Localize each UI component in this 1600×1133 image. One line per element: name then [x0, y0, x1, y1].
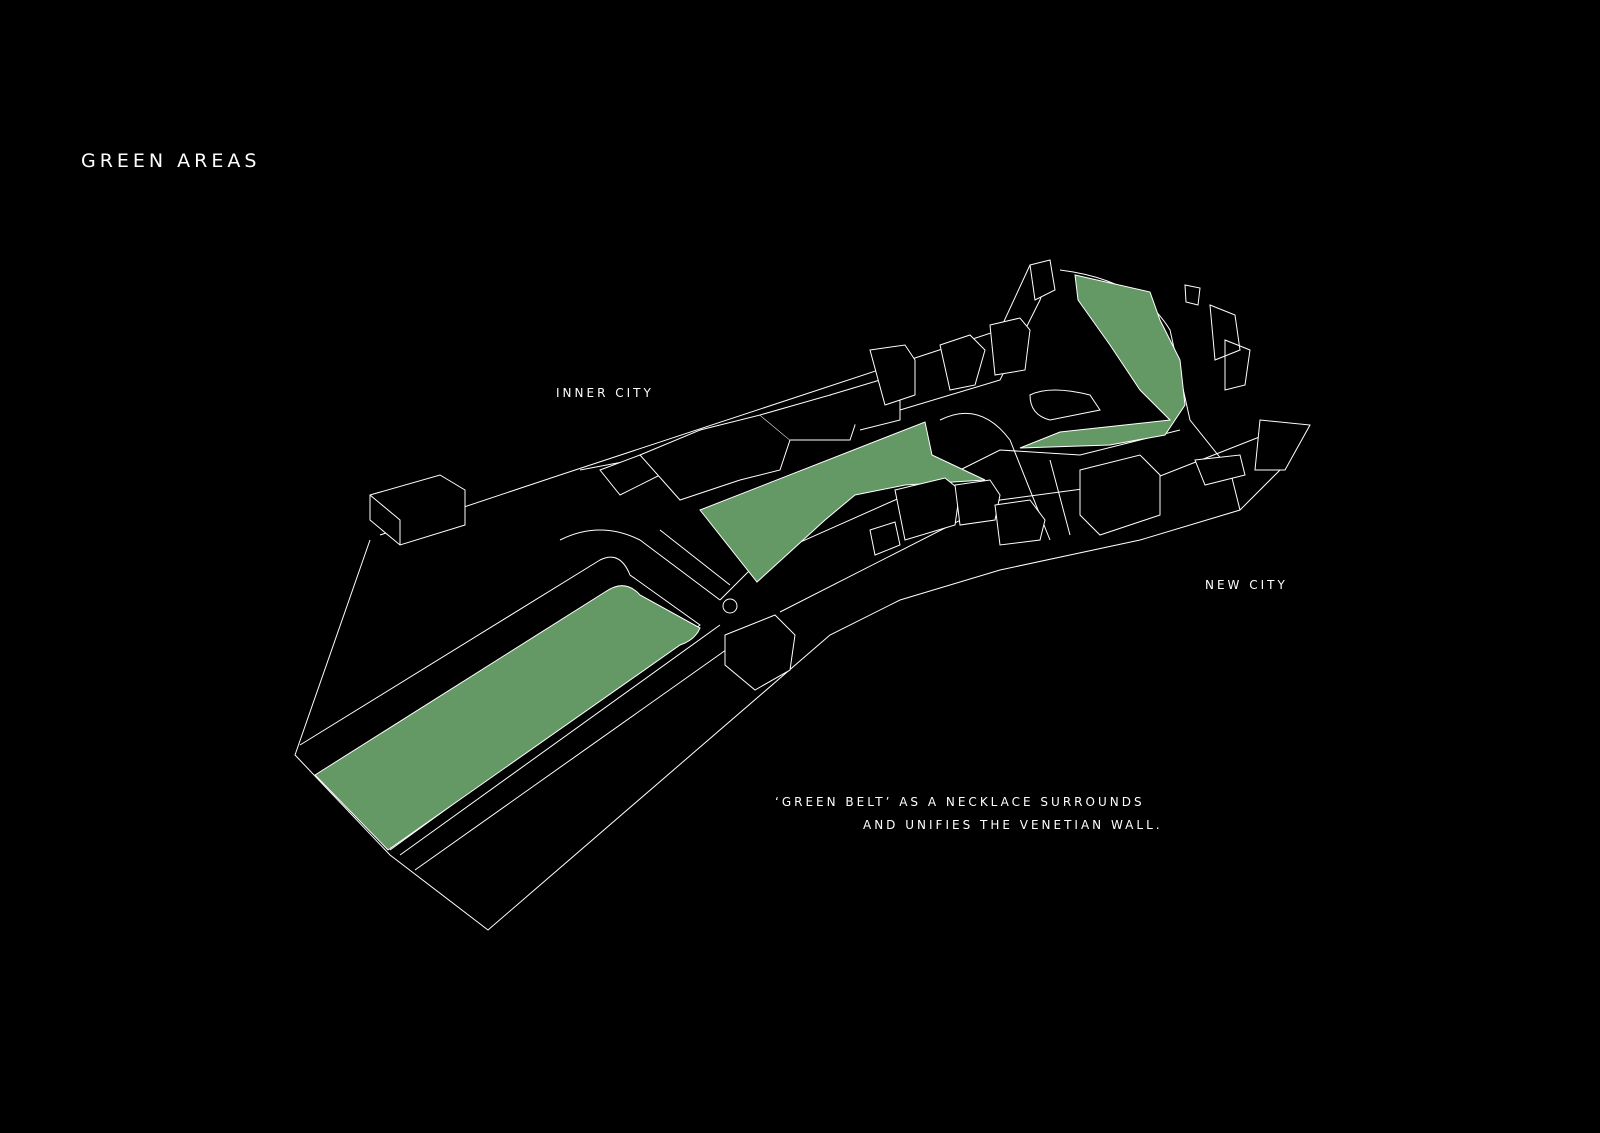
page-title: GREEN AREAS — [81, 150, 261, 172]
green-belt-southwest — [314, 585, 701, 851]
caption-line-2: AND UNIFIES THE VENETIAN WALL. — [863, 818, 1163, 832]
green-areas — [314, 274, 1186, 851]
buildings — [369, 259, 1311, 691]
green-belt-northeast — [1019, 274, 1186, 449]
label-new-city: NEW CITY — [1205, 578, 1288, 592]
caption-line-1: ‘GREEN BELT’ AS A NECKLACE SURROUNDS — [775, 795, 1145, 809]
label-inner-city: INNER CITY — [556, 386, 654, 400]
green-belt-central — [699, 421, 986, 583]
